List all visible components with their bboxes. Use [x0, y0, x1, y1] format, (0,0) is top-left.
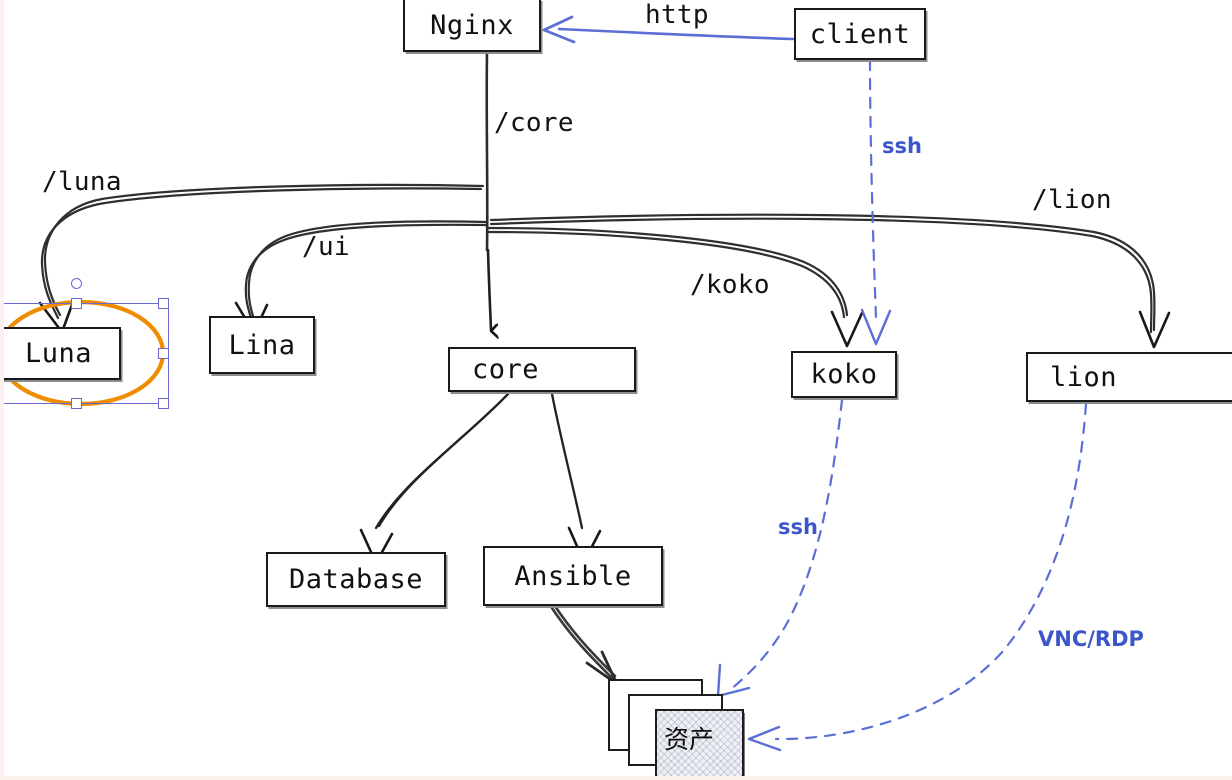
edge-nginx-lina [244, 220, 489, 320]
edge-label-http: http [645, 0, 709, 30]
edge-label-lion: /lion [1032, 185, 1112, 215]
node-ansible[interactable]: Ansible [483, 546, 663, 606]
node-database-label: Database [288, 564, 424, 595]
arrowhead-vncrdp-asset [747, 725, 782, 752]
node-lina-label: Lina [228, 329, 296, 361]
arrowhead-ssh-koko [860, 308, 892, 346]
node-nginx[interactable]: Nginx [403, 0, 541, 52]
node-ansible-label: Ansible [514, 560, 632, 592]
edge-nginx-trunk [485, 50, 489, 252]
arrowhead-koko [830, 310, 864, 348]
node-database[interactable]: Database [266, 552, 446, 607]
node-client[interactable]: client [794, 8, 926, 60]
edge-nginx-lion [489, 213, 1156, 334]
edge-label-koko: /koko [690, 270, 770, 300]
node-lion-label: lion [1050, 361, 1118, 393]
arrowhead-ssh-asset [716, 663, 751, 698]
edge-core-database [374, 391, 511, 530]
selection-rectangle[interactable] [4, 303, 169, 404]
edge-ansible-asset [550, 604, 617, 680]
selection-rotate-handle[interactable] [71, 278, 82, 289]
selection-handle-top-center[interactable] [71, 298, 82, 309]
selection-handle-middle-right[interactable] [158, 348, 169, 359]
node-luna-label: Luna [24, 338, 93, 369]
edge-core-ansible [550, 392, 584, 530]
node-lion[interactable]: lion [1026, 352, 1232, 402]
node-koko-label: koko [810, 359, 878, 390]
edge-label-core: /core [494, 108, 574, 138]
edge-client-nginx-http [557, 27, 795, 41]
arrowhead-lion [1138, 310, 1171, 349]
selection-handle-top-right[interactable] [158, 298, 169, 309]
node-core[interactable]: core [448, 347, 636, 392]
node-core-label: core [472, 354, 540, 385]
node-koko[interactable]: koko [791, 351, 897, 398]
protocol-label-vnc-rdp: VNC/RDP [1038, 627, 1144, 651]
protocol-label-ssh-client-koko: ssh [882, 134, 922, 158]
edge-koko-asset-ssh [728, 398, 844, 692]
edge-nginx-koko [487, 226, 849, 319]
edge-label-luna: /luna [42, 167, 122, 197]
asset-label: 资产 [664, 725, 715, 754]
selection-handle-bottom-center[interactable] [71, 398, 82, 409]
edge-nginx-core [486, 248, 491, 330]
node-nginx-label: Nginx [430, 9, 514, 41]
edge-client-koko-ssh [868, 58, 878, 320]
arrowhead-http [542, 15, 576, 44]
asset-stack-front[interactable] [655, 709, 744, 776]
selection-handle-bottom-right[interactable] [158, 398, 169, 409]
edge-nginx-luna [40, 183, 485, 320]
node-luna[interactable]: Luna [4, 327, 121, 380]
edge-lion-asset-vncrdp [774, 402, 1088, 741]
node-client-label: client [809, 18, 911, 50]
node-lina[interactable]: Lina [209, 316, 315, 374]
edge-label-ui: /ui [302, 232, 350, 262]
protocol-label-ssh-koko-asset: ssh [778, 515, 818, 539]
